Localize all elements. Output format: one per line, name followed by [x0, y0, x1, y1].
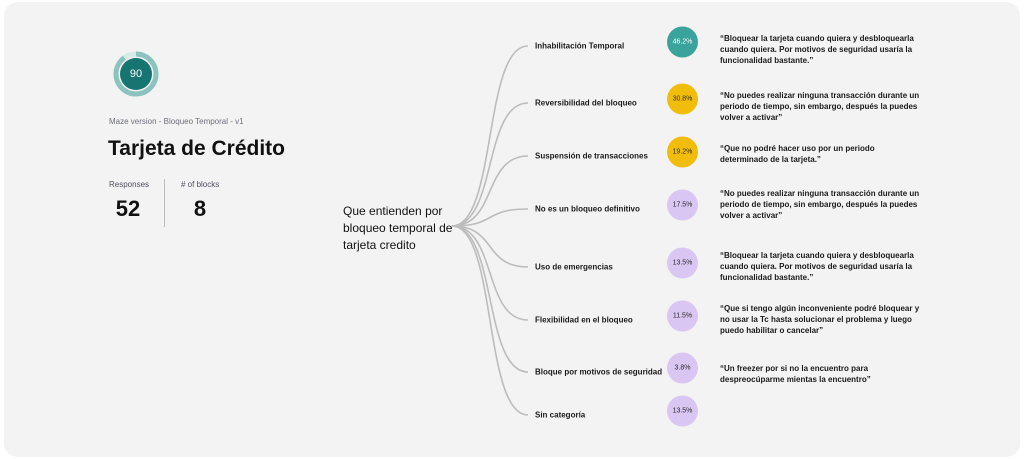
maze-version: Maze version - Bloqueo Temporal - v1	[109, 117, 244, 126]
branch-line	[451, 155, 529, 227]
stats-divider	[164, 179, 165, 227]
category-label: Flexibilidad en el bloqueo	[535, 315, 633, 325]
blocks-label: # of blocks	[181, 180, 220, 189]
score-value: 90	[129, 68, 143, 80]
category-label: Bloque por motivos de seguridad	[535, 367, 663, 377]
category-label: Sin categoría	[535, 410, 586, 420]
percentage-badge: 13.5%	[667, 247, 698, 279]
percentage-badge: 46.2%	[667, 26, 698, 58]
percentage-badge: 3.8%	[667, 352, 698, 384]
blocks-value: 8	[193, 196, 207, 221]
quote-text: “Que no podré hacer uso por un periodo d…	[720, 144, 875, 164]
quote-text: “Un freezer por si no la encuentro para …	[720, 364, 871, 384]
category-label: Inhabilitación Temporal	[535, 41, 625, 51]
quote-text: “No puedes realizar ninguna transacción …	[720, 91, 920, 122]
branch-line	[451, 225, 529, 373]
branch-line	[451, 225, 529, 321]
category-label: Reversibilidad del bloqueo	[535, 98, 637, 108]
responses-value: 52	[115, 196, 141, 221]
branch-line	[451, 45, 529, 227]
category-label: Suspensión de transacciones	[535, 151, 648, 161]
percentage-badge: 13.5%	[667, 395, 698, 427]
category-label: No es un bloqueo definitivo	[535, 204, 640, 214]
category-label: Uso de emergencias	[535, 262, 613, 272]
branch-line	[451, 225, 529, 416]
branch-line	[451, 208, 529, 227]
branch-line	[451, 102, 529, 227]
percentage-badge: 19.2%	[667, 136, 698, 168]
responses-label: Responses	[109, 180, 150, 189]
quote-text: “Bloquear la tarjeta cuando quiera y des…	[720, 251, 914, 282]
percentage-badge: 11.5%	[667, 300, 698, 332]
branch-line	[451, 225, 529, 268]
summary-card	[4, 2, 1020, 457]
quote-text: “No puedes realizar ninguna transacción …	[720, 189, 920, 220]
root-question: Que entienden por bloqueo temporal de ta…	[343, 204, 453, 252]
percentage-badge: 17.5%	[667, 189, 698, 221]
quote-text: “Que si tengo algún inconveniente podré …	[720, 304, 920, 335]
page-title: Tarjeta de Crédito	[108, 137, 285, 160]
percentage-badge: 30.8%	[667, 83, 698, 115]
score-gauge: 90	[113, 51, 159, 97]
quote-text: “Bloquear la tarjeta cuando quiera y des…	[720, 34, 914, 65]
score-ring-icon	[113, 51, 159, 97]
